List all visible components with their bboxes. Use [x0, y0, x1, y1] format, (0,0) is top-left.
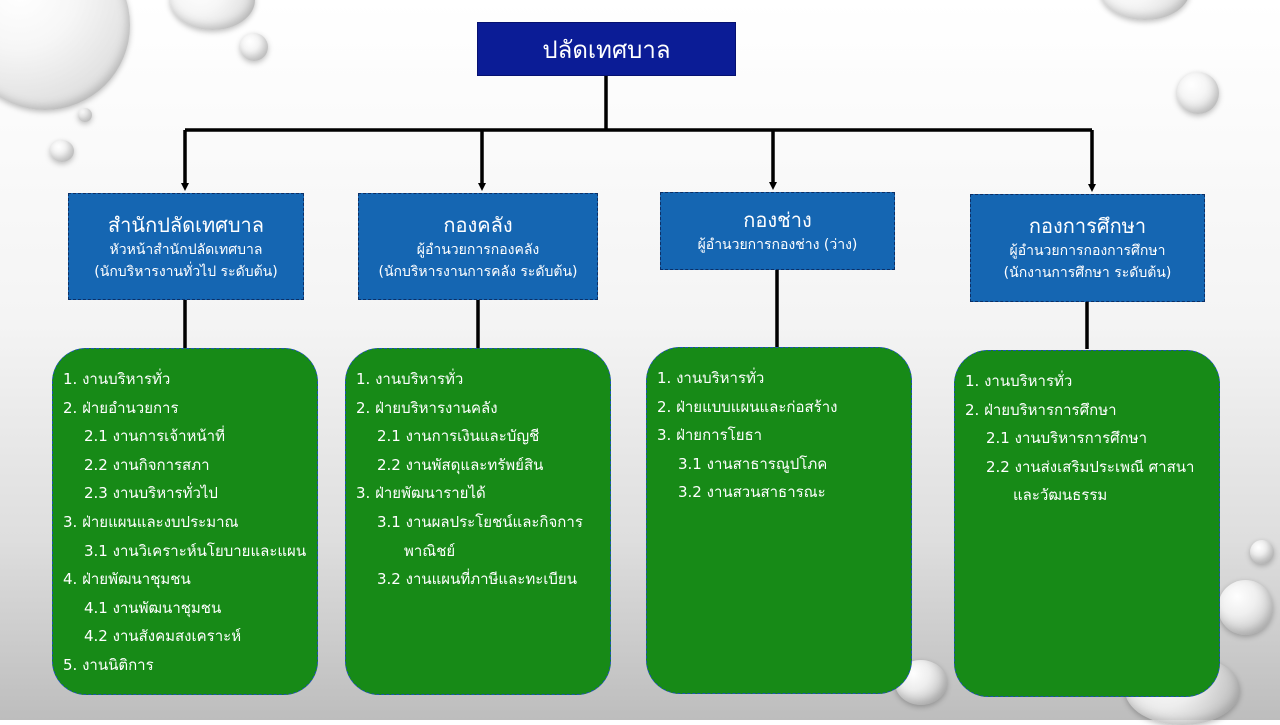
task-panel-engineering: 1. งานบริหารทั่ว 2. ฝ่ายแบบแผนและก่อสร้าง… — [646, 347, 912, 694]
department-name: กองคลัง — [443, 212, 513, 237]
task-item: 4. ฝ่ายพัฒนาชุมชน — [63, 570, 191, 589]
task-item: 3. ฝ่ายแผนและงบประมาณ — [63, 512, 239, 531]
task-item: 2. ฝ่ายบริหารงานคลัง — [356, 398, 498, 417]
task-panel-finance: 1. งานบริหารทั่ว 2. ฝ่ายบริหารงานคลัง 2.1 … — [345, 348, 611, 695]
task-item: 1. งานบริหารทั่ว — [63, 370, 171, 388]
task-item: พาณิชย์ — [404, 541, 456, 560]
task-item: 3. ฝ่ายพัฒนารายได้ — [356, 484, 486, 503]
department-name: กองช่าง — [743, 208, 812, 232]
task-item: 3.1 งานวิเคราะห์นโยบายและแผน — [84, 541, 307, 560]
department-rank: (นักบริหารงานการคลัง ระดับต้น) — [378, 263, 578, 280]
department-box-education: กองการศึกษา ผู้อำนวยการกองการศึกษา (นักง… — [970, 194, 1205, 302]
task-item: 2.2 งานส่งเสริมประเพณี ศาสนา — [986, 457, 1195, 476]
task-item: 1. งานบริหารทั่ว — [356, 370, 464, 388]
department-rank: (นักงานการศึกษา ระดับต้น) — [1003, 265, 1172, 281]
task-item: 2. ฝ่ายแบบแผนและก่อสร้าง — [657, 397, 838, 416]
water-bubble-decoration — [1177, 72, 1219, 114]
water-bubble-decoration — [1250, 540, 1274, 564]
task-item: 2.1 งานการเงินและบัญชี — [377, 427, 540, 446]
municipal-clerk-box: ปลัดเทศบาล — [477, 22, 736, 76]
task-item: 1. งานบริหารทั่ว — [965, 372, 1073, 390]
water-bubble-decoration — [1100, 0, 1190, 20]
task-item: 2.1 งานบริหารการศึกษา — [986, 429, 1148, 448]
task-panel-office-of-clerk: 1. งานบริหารทั่ว 2. ฝ่ายอำนวยการ 2.1 งานกา… — [52, 348, 318, 695]
task-item: 1. งานบริหารทั่ว — [657, 369, 765, 387]
task-item: 3.1 งานผลประโยชน์และกิจการ — [377, 512, 583, 531]
department-box-office-of-clerk: สำนักปลัดเทศบาล หัวหน้าสำนักปลัดเทศบาล (… — [68, 193, 304, 300]
department-rank: (นักบริหารงานทั่วไป ระดับต้น) — [94, 263, 278, 280]
task-item: 3.2 งานสวนสาธารณะ — [678, 483, 826, 502]
task-item: 3.2 งานแผนที่ภาษีและทะเบียน — [377, 570, 577, 589]
task-item: และวัฒนธรรม — [1013, 486, 1108, 505]
water-bubble-decoration — [240, 33, 268, 61]
task-item: 2.2 งานพัสดุและทรัพย์สิน — [377, 455, 544, 474]
task-item: 5. งานนิติการ — [63, 655, 154, 674]
department-name: สำนักปลัดเทศบาล — [107, 212, 265, 237]
task-item: 2. ฝ่ายอำนวยการ — [63, 398, 179, 417]
department-box-engineering: กองช่าง ผู้อำนวยการกองช่าง (ว่าง) — [660, 192, 895, 270]
water-bubble-decoration — [1218, 580, 1273, 635]
department-head: ผู้อำนวยการกองคลัง — [416, 241, 540, 258]
task-item: 2.1 งานการเจ้าหน้าที่ — [84, 427, 225, 446]
water-bubble-decoration — [78, 108, 92, 122]
department-head: ผู้อำนวยการกองการศึกษา — [1009, 243, 1166, 259]
task-item: 2. ฝ่ายบริหารการศึกษา — [965, 400, 1117, 419]
task-item: 2.2 งานกิจการสภา — [84, 455, 210, 474]
task-item: 4.1 งานพัฒนาชุมชน — [84, 598, 222, 617]
task-item: 4.2 งานสังคมสงเคราะห์ — [84, 627, 242, 646]
task-item: 2.3 งานบริหารทั่วไป — [84, 484, 218, 503]
task-panel-education: 1. งานบริหารทั่ว 2. ฝ่ายบริหารการศึกษา 2.1… — [954, 350, 1220, 697]
task-item: 3.1 งานสาธารณูปโภค — [678, 454, 828, 473]
department-box-finance: กองคลัง ผู้อำนวยการกองคลัง (นักบริหารงาน… — [358, 193, 598, 300]
department-head: หัวหน้าสำนักปลัดเทศบาล — [109, 241, 263, 258]
department-name: กองการศึกษา — [1028, 214, 1147, 238]
department-head: ผู้อำนวยการกองช่าง (ว่าง) — [697, 237, 858, 253]
task-item: 3. ฝ่ายการโยธา — [657, 426, 763, 445]
municipal-clerk-label: ปลัดเทศบาล — [542, 35, 671, 64]
water-bubble-decoration — [50, 140, 74, 162]
